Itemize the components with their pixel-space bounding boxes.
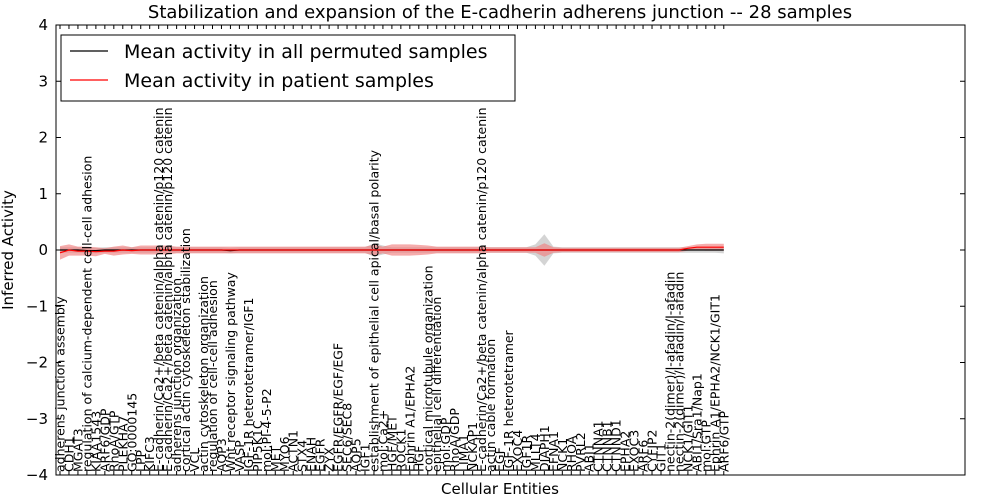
x-tick-label: PVRL2 — [573, 432, 588, 472]
x-tick-label: CTNNB1 — [600, 420, 615, 472]
x-tick-label: AQP3 — [214, 438, 229, 472]
chart-title: Stabilization and expansion of the E-cad… — [148, 2, 852, 23]
y-tick-label: −1 — [26, 297, 48, 315]
x-tick-label: CYFIP2 — [645, 429, 660, 472]
x-tick-label: PLEKHA7 — [115, 415, 130, 472]
x-tick-label: KIAA1543 — [88, 411, 103, 472]
x-tick-label: AQP5 — [349, 438, 364, 472]
x-tick-label: RhoA/GTP — [106, 410, 121, 472]
legend-box — [60, 34, 516, 102]
x-tick-label: IGF-1R heterotetramer — [501, 329, 516, 472]
y-tick-label: 0 — [38, 241, 48, 259]
x-tick-label: VASP — [232, 440, 247, 472]
legend-label-permuted: Mean activity in all permuted samples — [124, 41, 487, 63]
x-tick-label: mol:Ca2+ — [375, 410, 390, 472]
x-tick-label: actin cytoskeleton organization — [196, 276, 211, 472]
x-tick-label: MLLT4 — [528, 433, 543, 472]
x-tick-label: NCK1 — [555, 438, 570, 472]
x-tick-label: E-cadherin/Ca2+/beta catenin/alpha caten… — [474, 107, 489, 472]
x-tick-label: EFNA1 — [546, 431, 561, 472]
x-tick-label: VCL — [187, 448, 202, 472]
x-tick-label: mol:PI-4-5-P2 — [259, 388, 274, 472]
x-tick-label: RHOA — [564, 435, 579, 472]
x-tick-label: E-cadherin/Ca2+/beta catenin/alpha caten… — [160, 107, 175, 472]
x-tick-label: establishment of epithelial cell apical/… — [367, 149, 382, 472]
x-tick-label: ACTN1 — [286, 430, 301, 472]
x-tick-label: ENAH — [304, 437, 319, 472]
x-tick-label: EGF — [492, 447, 507, 472]
y-tick-label: −2 — [26, 354, 48, 372]
x-tick-label: Ephrin A1/EPHA2 — [402, 366, 417, 472]
x-tick-label: EGFR/EGFR/EGF/EGF — [331, 343, 346, 472]
y-tick-label: 4 — [38, 16, 48, 34]
x-tick-label: Ephrin A1/EPHA2/NCK1/GIT1 — [707, 294, 722, 472]
x-ticks: adherens junction assemblyCDH1MGAT3regul… — [53, 25, 731, 475]
x-tick-label: HGF/MET — [384, 415, 399, 472]
series-lines — [59, 246, 724, 254]
x-tick-label: GO:0000145 — [124, 393, 139, 472]
x-tick-label: IGF-1R heterotetramer/IGF1 — [241, 298, 256, 472]
x-tick-label: ARF6/GTP — [716, 411, 731, 472]
x-tick-label: ZYX — [322, 447, 337, 472]
legend: Mean activity in all permuted samples Me… — [60, 34, 516, 102]
x-tick-label: DIAPH1 — [537, 425, 552, 472]
x-tick-label: EGFR — [313, 438, 328, 472]
x-tick-label: ARF6 — [636, 440, 651, 472]
x-tick-label: IGF1R — [519, 434, 534, 472]
y-tick-label: −4 — [26, 466, 48, 484]
x-tick-label: CTNNA1 — [591, 420, 606, 472]
y-tick-label: 3 — [38, 72, 48, 90]
x-tick-label: ARF6/GDP — [97, 408, 112, 472]
x-tick-label: CTNND1 — [609, 419, 624, 472]
line-series-1 — [59, 246, 724, 254]
x-tick-label: LIMA1 — [456, 434, 471, 472]
x-tick-label: SEC6/SEC8 — [340, 403, 355, 472]
y-tick-label: 2 — [38, 129, 48, 147]
plot-frame — [55, 24, 966, 476]
x-tick-label: EXOC4 — [510, 430, 525, 472]
x-tick-label: Wnt receptor signaling pathway — [223, 272, 238, 472]
x-tick-label: nectin-2(dimer)/I-afadin/I-afadin — [663, 272, 678, 472]
x-tick-label: EPHA2 — [618, 431, 633, 472]
x-tick-label: PIP5K1C — [250, 420, 265, 472]
x-tick-label: CDH1 — [62, 436, 77, 472]
x-tick-label: cortical actin cytoskeleton stabilizatio… — [178, 228, 193, 472]
x-tick-label: LPP — [133, 449, 148, 472]
x-tick-label: NCKAP1 — [465, 422, 480, 472]
x-tick-label: KIFC3 — [142, 436, 157, 472]
x-tick-label: ABI1/Sra1/Nap1 — [689, 373, 704, 472]
legend-label-patient: Mean activity in patient samples — [124, 70, 434, 92]
x-tick-label: GIT1 — [654, 443, 669, 472]
x-tick-label: mol:GTP — [698, 420, 713, 472]
y-tick-label: −3 — [26, 410, 48, 428]
x-tick-label: ABI1 — [582, 443, 597, 472]
x-tick-label: MET — [268, 445, 283, 472]
x-tick-label: E-cadherin/Ca2+/beta catenin/alpha caten… — [151, 107, 166, 472]
x-tick-label: adherens junction organization — [169, 278, 184, 472]
x-tick-label: STX4 — [295, 440, 310, 472]
x-tick-label: actin cable formation — [483, 339, 498, 472]
x-tick-label: NCK1/GIT1 — [680, 405, 695, 472]
x-tick-label: HGF — [411, 446, 426, 472]
band-series-1 — [60, 243, 724, 260]
x-tick-label: epithelial cell differentiation — [429, 297, 444, 472]
y-axis-label: Inferred Activity — [0, 190, 17, 310]
x-tick-label: regulation of cell-cell adhesion — [205, 280, 220, 472]
x-tick-label: mol:GDP — [438, 417, 453, 472]
x-tick-label: RhoA/GDP — [447, 408, 462, 472]
x-tick-label: regulation of calcium-dependent cell-cel… — [79, 156, 94, 472]
x-tick-label: MYO6 — [277, 436, 292, 472]
x-axis-label: Cellular Entities — [441, 480, 559, 498]
y-tick-label: 1 — [38, 185, 48, 203]
x-tick-label: EXOC3 — [627, 430, 642, 472]
x-tick-label: cortical microtubule organization — [420, 265, 435, 472]
x-tick-label: nectin-2(dimer)/I-afadin/I-afadin — [671, 272, 686, 472]
x-tick-label: MGAT3 — [70, 428, 85, 472]
x-tick-label: ROCK1 — [393, 429, 408, 472]
x-tick-label: IGF1 — [358, 443, 373, 472]
